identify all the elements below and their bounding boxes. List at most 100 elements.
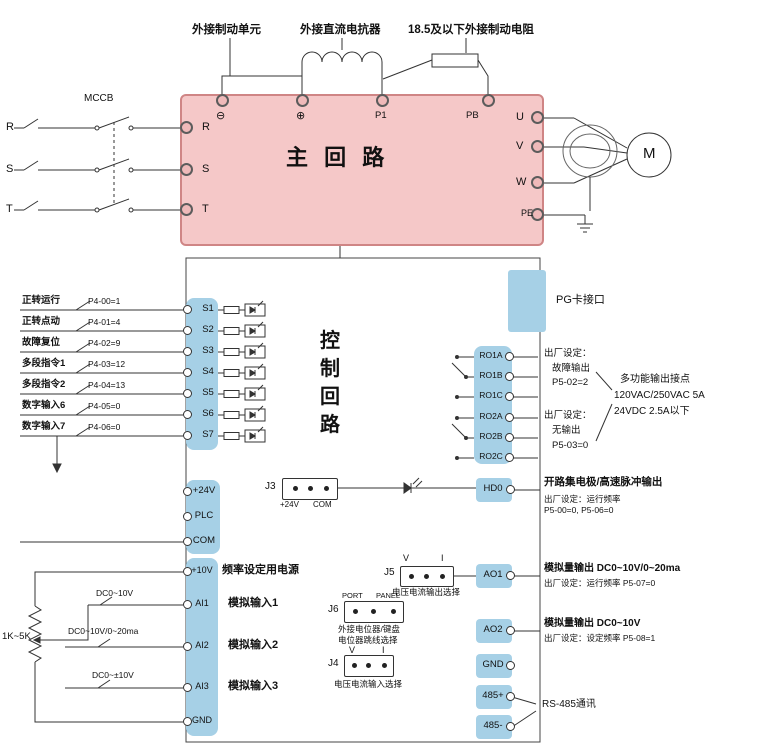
control-title-char-4: 路 — [320, 414, 340, 436]
terminal-label-ro2c: RO2C — [479, 451, 503, 461]
terminal-circle-gnd — [183, 717, 192, 726]
terminal-circle-hdo — [506, 485, 515, 494]
jumper-pin — [409, 574, 414, 579]
label-mccb: MCCB — [84, 93, 114, 104]
jumper-j3 — [282, 478, 338, 500]
terminal-label-ro1b: RO1B — [479, 370, 503, 380]
terminal-label-s4: S4 — [202, 366, 214, 377]
label-dc-reactor: 外接直流电抗器 — [300, 24, 381, 36]
jumper-pin — [382, 663, 387, 668]
j6-caption-line2: 电位器跳线选择 — [338, 635, 398, 645]
jumper-j5 — [400, 566, 454, 587]
terminal-circle-s1 — [183, 305, 192, 314]
terminal-pb — [482, 94, 495, 107]
terminal-circle-plc — [183, 512, 192, 521]
terminal-label-s6: S6 — [202, 408, 214, 419]
hdo-note-1: 出厂设定：运行频率 — [544, 494, 621, 504]
terminal-label-ao2: AO2 — [483, 624, 503, 635]
terminal-p1 — [376, 94, 389, 107]
label-ai2-desc: 模拟输入2 — [228, 639, 279, 651]
terminal-circle-s6 — [183, 410, 192, 419]
terminal-circle-24v — [183, 487, 192, 496]
label-ai3-range: DC0~±10V — [92, 670, 134, 680]
di-param-5: P4-04=13 — [88, 380, 126, 390]
label-terminal-r: R — [202, 121, 210, 133]
label-terminal-pe: PE — [521, 208, 534, 218]
di-param-6: P4-05=0 — [88, 401, 121, 411]
terminal-circle-ai1 — [183, 600, 192, 609]
terminal-label-24v: +24V — [192, 485, 216, 496]
hdo-title: 开路集电极/高速脉冲输出 — [544, 476, 663, 488]
terminal-label-s3: S3 — [202, 345, 214, 356]
relay-rating-1: 多功能输出接点 — [620, 374, 690, 385]
di-label-3: 故障复位 — [22, 337, 61, 348]
ro1-note-3: P5-02=2 — [552, 377, 589, 388]
terminal-circle-s5 — [183, 389, 192, 398]
di-param-4: P4-03=12 — [88, 359, 126, 369]
pg-card-box — [508, 270, 546, 332]
ao2-note: 出厂设定：设定频率 P5-08=1 — [544, 633, 656, 643]
label-terminal-w: W — [516, 176, 527, 188]
di-label-1: 正转运行 — [22, 295, 61, 306]
terminal-label-ai3: AI3 — [195, 681, 209, 691]
relay-terminal-strip — [474, 346, 512, 464]
terminal-circle-s7 — [183, 431, 192, 440]
jumper-pin — [371, 609, 376, 614]
terminal-label-gnd: GND — [192, 715, 212, 725]
terminal-label-10v: +10V — [191, 565, 213, 575]
j4-pin-label-i: I — [382, 645, 385, 655]
control-title-char-3: 回 — [320, 386, 340, 408]
j3-pin-label-com: COM — [313, 500, 332, 509]
j5-pin-label-i: I — [441, 553, 444, 563]
terminal-circle-ao2 — [506, 626, 515, 635]
di-label-7: 数字输入7 — [22, 421, 66, 432]
label-terminal-t: T — [202, 203, 209, 215]
terminal-circle-485-minus — [506, 722, 515, 731]
di-param-2: P4-01=4 — [88, 317, 121, 327]
terminal-circle-s4 — [183, 368, 192, 377]
di-label-4: 多段指令1 — [22, 358, 66, 369]
rs485-label: RS-485通讯 — [542, 699, 596, 710]
terminal-label-com: COM — [192, 535, 216, 546]
j4-caption: 电压电流输入选择 — [334, 679, 403, 689]
di-param-7: P4-06=0 — [88, 422, 121, 432]
relay-rating-2: 120VAC/250VAC 5A — [614, 390, 705, 401]
label-ai1-desc: 模拟输入1 — [228, 597, 279, 609]
di-label-2: 正转点动 — [22, 316, 61, 327]
label-brake-resistor: 18.5及以下外接制动电阻 — [408, 24, 534, 36]
di-label-5: 多段指令2 — [22, 379, 66, 390]
ro2-note-3: P5-03=0 — [552, 440, 589, 451]
di-label-6: 数字输入6 — [22, 400, 66, 411]
terminal-label-485-plus: 485+ — [482, 690, 504, 701]
terminal-circle-ro1b — [505, 372, 514, 381]
jumper-pin — [424, 574, 429, 579]
jumper-j6-name: J6 — [328, 604, 339, 615]
terminal-label-ai1: AI1 — [195, 598, 209, 608]
di-param-1: P4-00=1 — [88, 296, 121, 306]
terminal-label-s7: S7 — [202, 429, 214, 440]
main-circuit-box — [180, 94, 544, 246]
label-ai1-range: DC0~10V — [96, 588, 134, 598]
terminal-circle-ai3 — [183, 683, 192, 692]
terminal-label-ro2a: RO2A — [479, 411, 503, 421]
terminal-circle-ro1c — [505, 392, 514, 401]
terminal-circle-ro2a — [505, 413, 514, 422]
terminal-dc-minus — [216, 94, 229, 107]
terminal-label-ai2: AI2 — [195, 640, 209, 650]
jumper-pin — [440, 574, 445, 579]
terminal-circle-ro1a — [505, 352, 514, 361]
terminal-label-485-minus: 485- — [483, 720, 503, 731]
hdo-note-2: P5-00=0, P5-06=0 — [544, 505, 614, 515]
label-phase-t: T — [6, 203, 13, 215]
j5-caption: 电压电流输出选择 — [392, 587, 461, 597]
terminal-u — [531, 111, 544, 124]
jumper-j4 — [344, 655, 394, 677]
terminal-circle-ro2c — [505, 453, 514, 462]
jumper-pin — [308, 486, 313, 491]
terminal-label-hdo: HD0 — [483, 483, 503, 494]
control-title-char-1: 控 — [320, 330, 340, 352]
potentiometer-label: 1K~5K — [2, 631, 31, 642]
terminal-circle-com — [183, 537, 192, 546]
terminal-r — [180, 121, 193, 134]
control-title-char-2: 制 — [320, 358, 340, 380]
